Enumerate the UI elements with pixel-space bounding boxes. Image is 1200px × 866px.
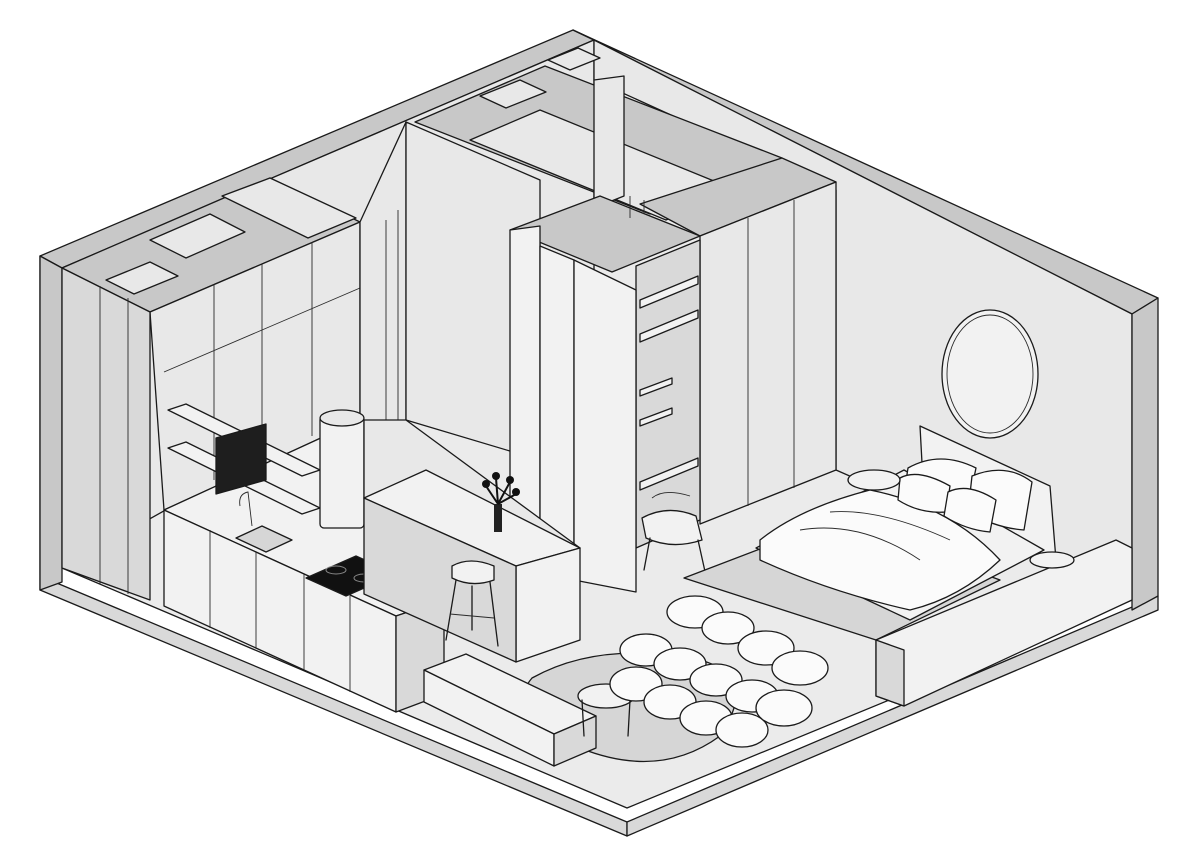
bar-stool [446,561,498,646]
wardrobe [510,158,836,592]
low-bench [424,654,596,766]
tv-screen [216,424,266,494]
accent-chair [642,492,706,576]
flower-vase-icon [482,472,520,532]
slab-right-face [627,596,1158,836]
left-wall-end [40,256,62,590]
puffy-sofa [610,596,828,747]
sink-icon [236,526,292,552]
right-wall-end [1132,298,1158,610]
round-mirror-icon [942,310,1038,438]
dining-island [364,420,706,662]
water-heater [320,416,364,528]
center-partition [360,122,540,460]
bed [756,426,1074,620]
back-door-frame [630,196,644,218]
